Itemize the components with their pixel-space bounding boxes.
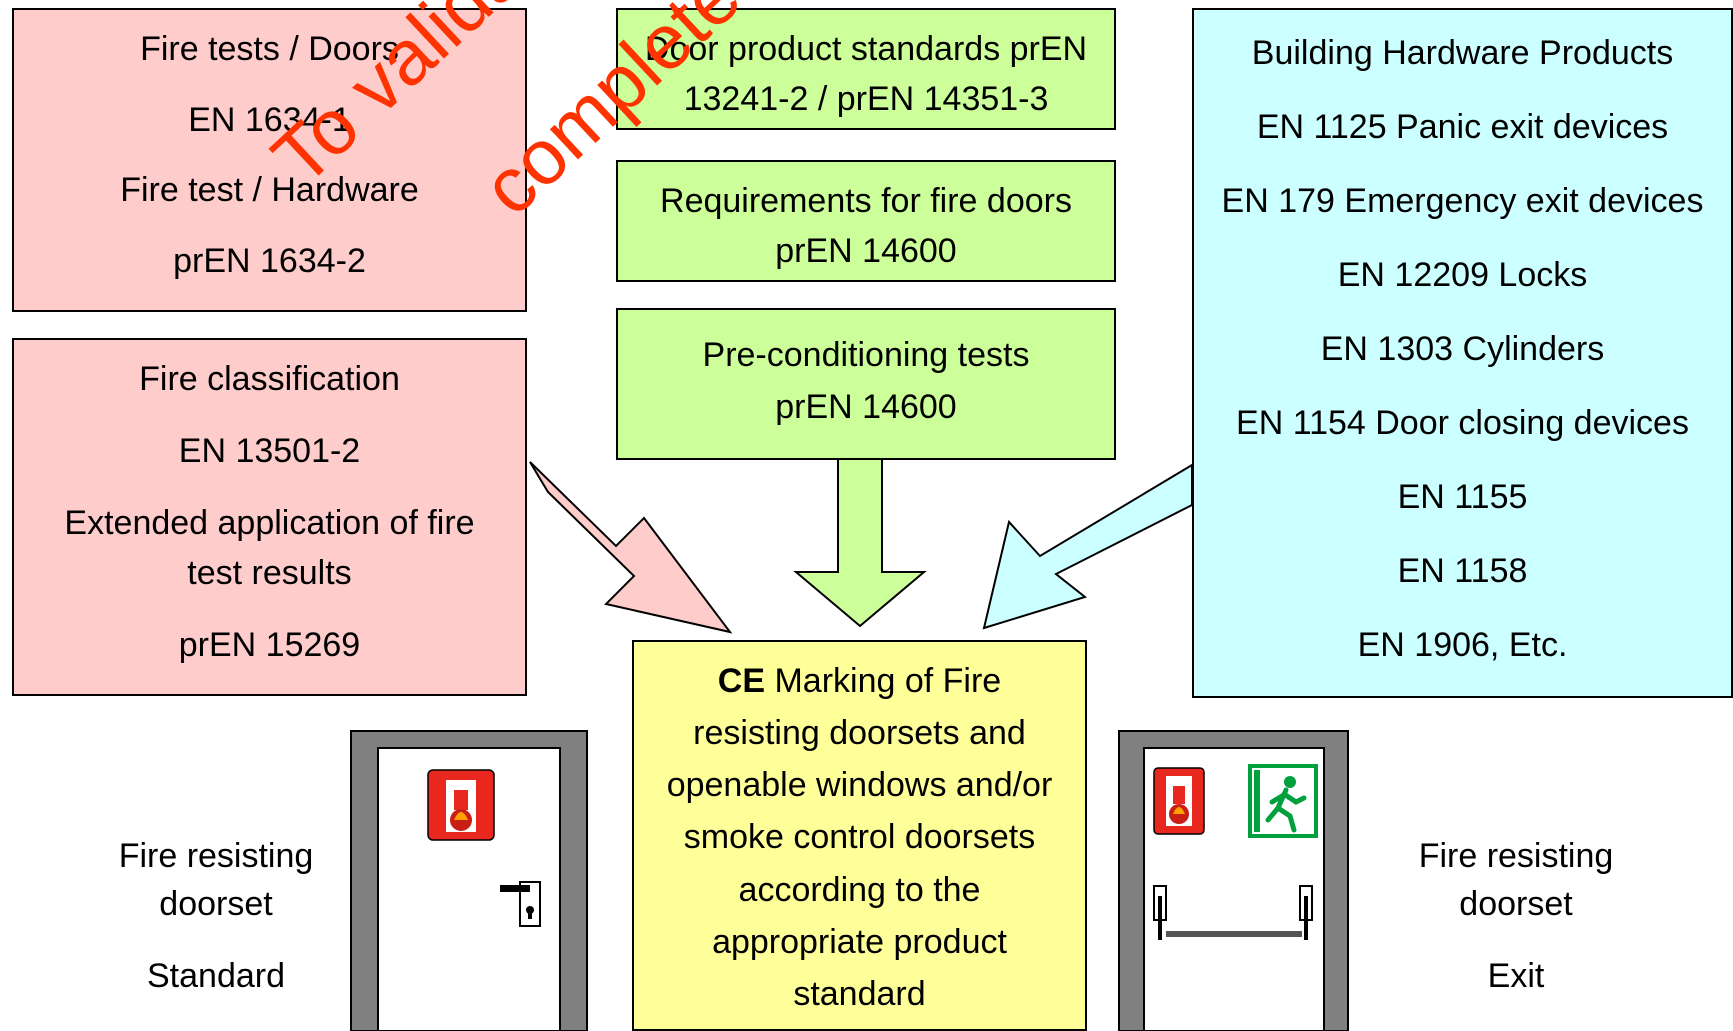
building-hardware-line: EN 1125 Panic exit devices xyxy=(1256,108,1669,146)
ce-marking-line: according to the xyxy=(738,870,981,909)
building-hardware-line: EN 1303 Cylinders xyxy=(1320,330,1605,368)
fire-tests-box: Fire tests / Doors EN 1634-1 Fire test /… xyxy=(12,8,527,312)
standard-doorset-line: Fire resisting xyxy=(118,837,314,875)
emergency-exit-sign-icon xyxy=(1248,764,1318,838)
building-hardware-line: EN 1154 Door closing devices xyxy=(1236,404,1689,442)
exit-doorset-line: Fire resisting xyxy=(1418,837,1614,875)
exit-doorset-label: Fire resisting doorset Exit xyxy=(1396,832,1636,1000)
ce-marking-title: Marking of Fire xyxy=(765,662,1002,700)
ce-marking-line: standard xyxy=(793,974,926,1013)
requirements-line: prEN 14600 xyxy=(775,232,957,270)
building-hardware-line: EN 1158 xyxy=(1397,552,1528,590)
building-hardware-line: EN 12209 Locks xyxy=(1337,256,1588,294)
fire-classification-box: Fire classification EN 13501-2 Extended … xyxy=(12,338,527,696)
fire-tests-line: Fire tests / Doors xyxy=(140,30,399,68)
arrow-fire-classification-to-ce xyxy=(529,461,733,634)
door-product-standards-line: Door product standards prEN xyxy=(644,30,1088,68)
door-product-standards-box: Door product standards prEN 13241-2 / pr… xyxy=(616,8,1116,130)
ce-marking-line: openable windows and/or xyxy=(666,766,1053,805)
fire-tests-line: prEN 1634-2 xyxy=(173,241,366,280)
standard-doorset-label: Fire resisting doorset Standard xyxy=(96,832,336,1000)
fire-classification-line: Fire classification xyxy=(139,360,400,398)
standard-door-illustration xyxy=(350,730,588,1031)
ce-marking-line: appropriate product xyxy=(712,922,1007,961)
door-product-standards-line: 13241-2 / prEN 14351-3 xyxy=(683,80,1049,118)
fire-classification-line: prEN 15269 xyxy=(178,626,361,664)
exit-doorset-line: doorset xyxy=(1459,885,1573,923)
fire-door-sign-icon xyxy=(1153,767,1205,835)
panic-bar-icon xyxy=(1153,885,1313,940)
fire-door-sign-icon xyxy=(427,769,495,841)
building-hardware-line: Building Hardware Products xyxy=(1251,34,1674,72)
ce-marking-line: resisting doorsets and xyxy=(693,714,1026,753)
requirements-box: Requirements for fire doors prEN 14600 xyxy=(616,160,1116,282)
exit-door-illustration xyxy=(1118,730,1349,1031)
standard-doorset-line: Standard xyxy=(147,957,285,995)
building-hardware-line: EN 179 Emergency exit devices xyxy=(1221,182,1704,220)
fire-classification-line: Extended application of fire xyxy=(64,504,475,542)
arrow-preconditioning-to-ce xyxy=(793,457,927,628)
fire-classification-line: EN 13501-2 xyxy=(178,432,361,470)
requirements-line: Requirements for fire doors xyxy=(660,182,1072,220)
fire-tests-line: EN 1634-1 xyxy=(188,100,351,139)
ce-marking-first-line: CE Marking of Fire xyxy=(718,656,1001,706)
standard-doorset-line: doorset xyxy=(159,885,273,923)
ce-marking-line: smoke control doorsets xyxy=(683,818,1036,857)
ce-marking-box: CE Marking of Fire resisting doorsets an… xyxy=(632,640,1087,1031)
fire-tests-line: Fire test / Hardware xyxy=(120,171,419,210)
arrow-hardware-to-ce xyxy=(982,463,1193,630)
building-hardware-line: EN 1155 xyxy=(1397,478,1528,516)
preconditioning-box: Pre-conditioning tests prEN 14600 xyxy=(616,308,1116,460)
exit-doorset-line: Exit xyxy=(1487,957,1545,995)
preconditioning-line: prEN 14600 xyxy=(775,388,957,426)
ce-mark: CE xyxy=(717,662,766,700)
fire-classification-line: test results xyxy=(187,554,352,592)
door-handle-icon xyxy=(500,881,541,927)
preconditioning-line: Pre-conditioning tests xyxy=(702,336,1030,374)
building-hardware-box: Building Hardware Products EN 1125 Panic… xyxy=(1192,8,1733,698)
building-hardware-line: EN 1906, Etc. xyxy=(1357,626,1568,664)
